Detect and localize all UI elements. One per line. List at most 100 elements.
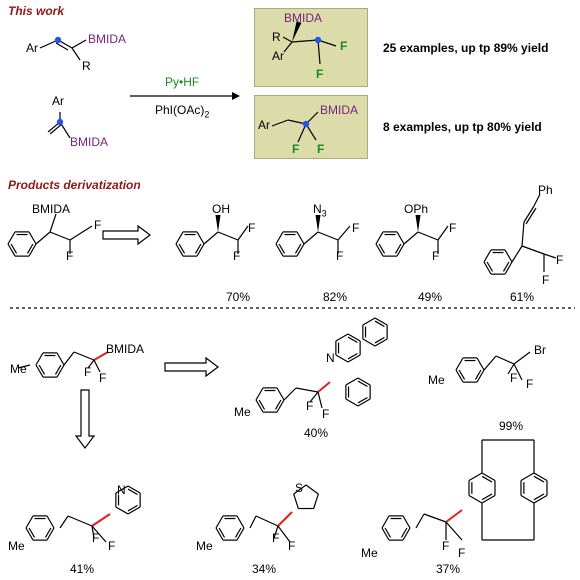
bond: [217, 231, 239, 241]
bond: [39, 39, 59, 49]
bond: [73, 351, 95, 361]
ring-double-bond: [481, 475, 493, 483]
yield-oh: 70%: [226, 290, 251, 304]
bond: [521, 245, 545, 255]
atom-bmida: BMIDA: [106, 342, 145, 356]
ring-bond: [56, 352, 65, 366]
atom-n: N: [117, 483, 126, 497]
oxidant-text: PhI(OAc)2: [155, 103, 210, 120]
atom-f: F: [556, 253, 564, 267]
ring-double-bond: [127, 488, 138, 496]
ring-bond: [533, 472, 548, 482]
atom-me: Me: [10, 362, 27, 376]
ring-double-bond: [28, 527, 36, 538]
atom-f: F: [272, 531, 280, 545]
ring-double-bond: [26, 243, 34, 254]
atom-f: F: [316, 67, 324, 81]
bond: [35, 231, 51, 245]
ring-bond: [236, 515, 245, 529]
ring-bond: [28, 231, 37, 245]
bond: [249, 515, 257, 529]
ring-bond: [362, 338, 376, 347]
bond: [91, 525, 95, 539]
ring-bond: [236, 527, 245, 541]
ring-bond: [275, 243, 284, 257]
bond: [507, 363, 515, 375]
ring-bond: [215, 527, 224, 541]
bond: [415, 513, 425, 529]
ring-bond: [25, 527, 34, 541]
ring-bond: [481, 472, 496, 482]
bond: [417, 231, 439, 241]
ring-bond: [481, 494, 496, 504]
reacting-bond: [445, 509, 463, 523]
ring-bond: [455, 369, 464, 383]
bond: [317, 39, 321, 65]
bond: [91, 525, 107, 543]
bond: [317, 391, 323, 409]
ring-double-bond: [384, 527, 392, 538]
ring-double-bond: [127, 504, 138, 512]
atom-f: F: [108, 539, 116, 553]
ring-bond: [381, 515, 390, 529]
atom-me: Me: [196, 539, 213, 553]
atom-ar: Ar: [26, 41, 38, 55]
bond: [283, 387, 297, 401]
ring-bond: [46, 515, 55, 529]
ring-bond: [335, 333, 349, 342]
ring-double-bond: [374, 320, 385, 328]
bond: [513, 351, 531, 365]
bond: [273, 525, 279, 539]
atom-f: F: [306, 399, 314, 413]
bond: [523, 205, 535, 223]
bond: [69, 225, 93, 241]
ring-double-bond: [218, 527, 226, 538]
yield-oph: 49%: [418, 290, 443, 304]
atom-r: R: [82, 59, 91, 73]
atom-me: Me: [428, 373, 445, 387]
atom-f: F: [94, 218, 102, 232]
thiophene-bond: [293, 493, 299, 509]
atom-f: F: [449, 221, 457, 235]
atom-bmida: BMIDA: [88, 32, 127, 46]
ring-bond: [196, 231, 205, 245]
bond: [71, 47, 81, 61]
ring-double-bond: [178, 243, 186, 254]
ring-double-bond: [38, 364, 46, 375]
atom-f: F: [352, 221, 360, 235]
ring-double-bond: [458, 369, 466, 380]
atom-me: Me: [8, 539, 25, 553]
reacting-bond: [317, 381, 331, 393]
yield-allyl: 61%: [510, 290, 535, 304]
bond: [271, 119, 289, 127]
yield-thiophene: 34%: [252, 562, 277, 576]
ring-bond: [476, 369, 485, 383]
ring-bond: [215, 515, 224, 529]
bond: [203, 231, 219, 245]
bond: [543, 253, 557, 259]
ring-bond: [46, 527, 55, 541]
yield-bromide: 99%: [499, 419, 524, 433]
ring-bond: [35, 352, 44, 366]
ring-double-bond: [258, 399, 266, 410]
reacting-bond: [91, 513, 111, 527]
bond: [93, 359, 101, 373]
ring-bond: [347, 333, 361, 342]
bond: [63, 351, 75, 366]
atom-ar: Ar: [52, 94, 64, 108]
ring-bond: [402, 527, 411, 541]
ring-bond: [504, 249, 513, 263]
atom-bmida: BMIDA: [284, 11, 323, 25]
ring-double-bond: [486, 261, 494, 272]
atom-f: F: [340, 39, 348, 53]
bond: [237, 225, 249, 241]
ring-double-bond: [481, 493, 493, 501]
coupling-arrow: [164, 356, 219, 378]
ring-bond: [402, 515, 411, 529]
ring-bond: [296, 231, 305, 245]
ring-double-bond: [54, 364, 62, 375]
atom-ar: Ar: [272, 49, 284, 63]
ring-bond: [175, 243, 184, 257]
